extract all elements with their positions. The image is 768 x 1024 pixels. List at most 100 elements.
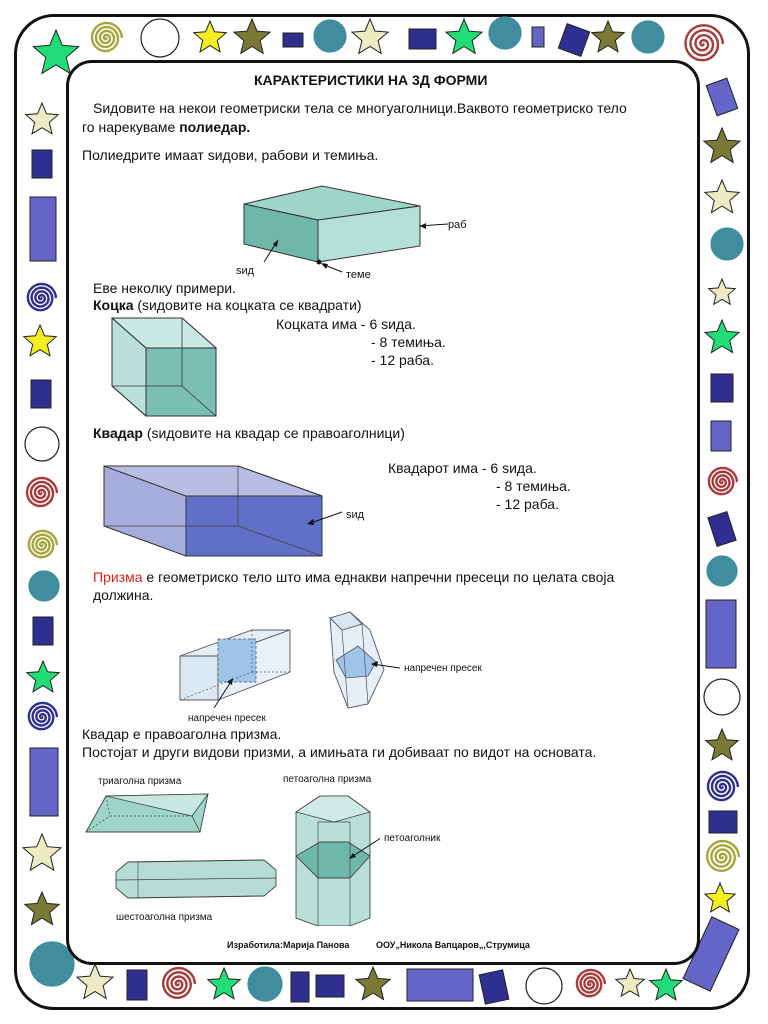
- spiral-icon: [26, 282, 58, 312]
- prism-definition-line-2: должина.: [93, 587, 154, 603]
- page-title: КАРАКТЕРИСТИКИ НА 3Д ФОРМИ: [254, 72, 488, 88]
- face-label: ѕид: [236, 265, 255, 277]
- square-icon: [32, 616, 54, 646]
- spiral-icon: [27, 529, 59, 559]
- cube-edges: - 12 раба.: [371, 352, 434, 368]
- examples-intro: Еве неколку примери.: [93, 280, 237, 296]
- triangular-prism-label: триаголна призма: [98, 776, 182, 787]
- cube-heading: Коцка (ѕидовите на коцката се квадрати): [93, 297, 362, 313]
- square-icon: [708, 810, 738, 834]
- star-icon: [350, 17, 390, 55]
- circle-icon: [525, 967, 563, 1005]
- square-icon: [406, 968, 474, 1002]
- square-icon: [31, 149, 53, 179]
- star-icon: [707, 277, 737, 306]
- square-icon: [707, 511, 737, 547]
- circle-icon: [710, 227, 744, 261]
- polyhedron-parts-text: Полиедрите имаат ѕидови, рабови и темиња…: [82, 147, 379, 163]
- circle-icon: [631, 20, 665, 54]
- star-icon: [354, 965, 392, 1001]
- circle-icon: [29, 941, 75, 987]
- circle-icon: [488, 16, 522, 50]
- square-icon: [29, 747, 59, 817]
- polyhedron-parts-diagram: [243, 185, 449, 273]
- cross-section-label-2: напречен пресек: [404, 663, 482, 674]
- cube-vertices: - 8 темиња.: [371, 334, 446, 350]
- star-icon: [22, 323, 58, 357]
- square-icon: [531, 26, 545, 48]
- footer-school: ООУ„Никола Вапцаров„,Струмица: [376, 940, 530, 950]
- star-icon: [23, 890, 61, 926]
- spiral-icon: [161, 966, 197, 1000]
- star-icon: [206, 966, 242, 1000]
- spiral-icon: [706, 770, 740, 802]
- prism-term: Призма: [93, 569, 143, 585]
- circle-icon: [703, 678, 741, 716]
- page-frame: [14, 14, 750, 1010]
- vertex-label: теме: [346, 269, 371, 281]
- footer-author: Изработила:Марија Панова: [227, 940, 350, 950]
- circle-icon: [313, 19, 347, 53]
- star-icon: [192, 19, 228, 53]
- edge-label: раб: [448, 219, 467, 231]
- star-icon: [444, 17, 484, 55]
- prism-types-figures: [85, 793, 380, 926]
- star-icon: [21, 832, 63, 872]
- star-icon: [702, 126, 742, 164]
- square-icon: [710, 420, 732, 452]
- pentagonal-prism-label: петоаголна призма: [283, 774, 372, 785]
- square-icon: [29, 196, 57, 262]
- square-icon: [126, 969, 148, 1001]
- square-icon: [710, 373, 734, 403]
- square-icon: [282, 32, 304, 48]
- square-icon: [705, 77, 739, 117]
- star-icon: [232, 17, 272, 55]
- star-icon: [703, 178, 741, 214]
- spiral-icon: [684, 24, 725, 62]
- circle-icon: [706, 555, 738, 587]
- cross-section-figures: [179, 611, 401, 709]
- spiral-icon: [707, 466, 739, 496]
- prism-definition: Призма е геометриско тело што има еднакв…: [93, 569, 615, 585]
- star-icon: [703, 318, 741, 354]
- square-icon: [478, 969, 510, 1005]
- cuboid-figure: [103, 465, 343, 557]
- square-icon: [408, 28, 437, 50]
- star-icon: [24, 101, 60, 135]
- circle-icon: [28, 570, 60, 602]
- square-icon: [30, 379, 52, 409]
- star-icon: [614, 967, 646, 998]
- spiral-icon: [25, 476, 59, 508]
- star-icon: [25, 659, 61, 693]
- spiral-icon: [705, 839, 741, 873]
- star-icon: [590, 19, 626, 53]
- cuboid-faces: Квадарот има - 6 ѕида.: [388, 460, 537, 476]
- cube-figure: [110, 317, 218, 417]
- spiral-icon: [90, 21, 124, 53]
- polyhedron-term: полиедар.: [179, 119, 251, 135]
- cuboid-face-label: ѕид: [346, 509, 365, 521]
- hexagonal-prism-label: шестоаголна призма: [116, 912, 213, 923]
- star-icon: [704, 727, 740, 761]
- pentagon-label: петоаголник: [384, 833, 441, 844]
- circle-icon: [24, 426, 60, 462]
- square-icon: [315, 974, 345, 998]
- spiral-icon: [27, 701, 59, 731]
- square-icon: [290, 971, 310, 1003]
- cuboid-vertices: - 8 темиња.: [496, 478, 571, 494]
- intro-line-1: Ѕидовите на некои геометриски тела се мн…: [93, 100, 627, 116]
- square-icon: [705, 599, 737, 669]
- cuboid-heading: Квадар (ѕидовите на квадар се правоаголн…: [93, 425, 405, 441]
- cross-section-label-1: напречен пресек: [188, 713, 266, 724]
- cuboid-edges: - 12 раба.: [496, 496, 559, 512]
- star-icon: [703, 881, 737, 913]
- other-prisms-text: Постојат и други видови призми, а имињат…: [82, 744, 597, 760]
- star-icon: [648, 967, 684, 1001]
- spiral-icon: [575, 968, 607, 998]
- circle-icon: [140, 18, 180, 58]
- intro-line-2: го нарекуваме полиедар.: [82, 119, 251, 135]
- cuboid-prism-text: Квадар е правоаголна призма.: [82, 726, 282, 742]
- star-icon: [75, 962, 115, 1000]
- cube-faces: Коцката има - 6 ѕида.: [276, 316, 416, 332]
